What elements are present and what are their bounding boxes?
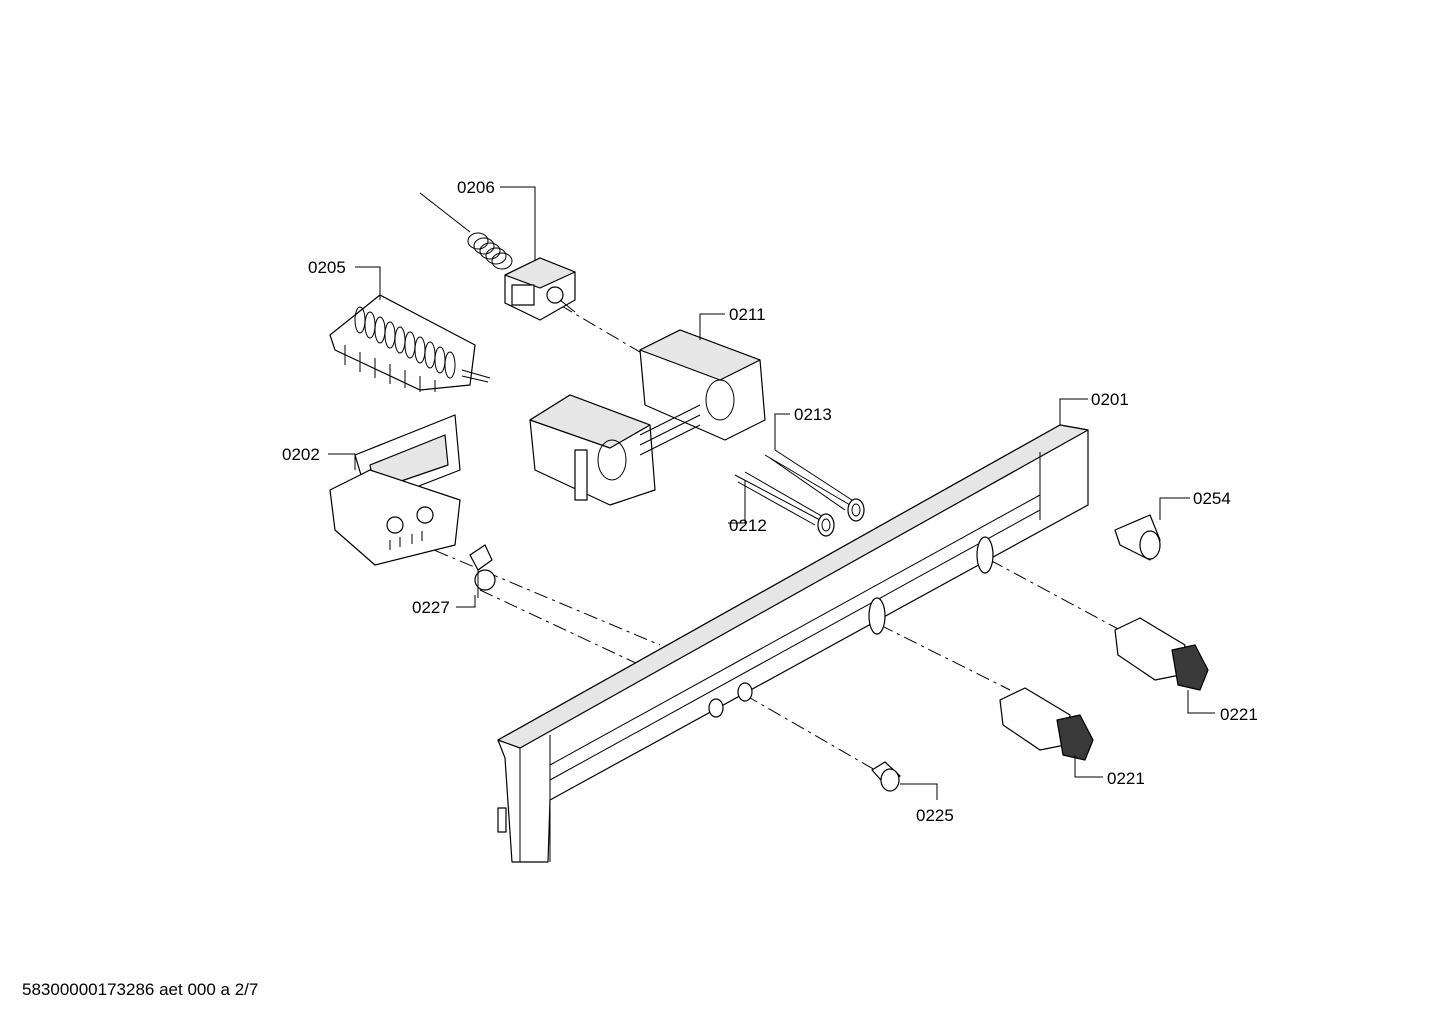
part-0254-clip	[1114, 514, 1161, 561]
callout-0221-upper: 0221	[1220, 705, 1258, 724]
callout-0205: 0205	[308, 258, 346, 277]
part-0221-knob-upper	[1114, 617, 1209, 691]
part-0201-control-panel	[497, 424, 1089, 863]
callout-labels: 0206 0205 0211 0213 0212 0201 0202 0254 …	[282, 178, 1258, 825]
part-0213-indicator-lamp	[764, 449, 865, 522]
callout-0227: 0227	[412, 598, 450, 617]
callout-0212: 0212	[729, 516, 767, 535]
part-0221-knob-lower	[999, 687, 1094, 761]
part-0212-indicator-lamp	[734, 471, 835, 537]
part-0211-switch-block	[529, 329, 766, 506]
document-footer-id: 58300000173286 aet 000 a 2/7	[22, 980, 259, 999]
callout-0221-lower: 0221	[1107, 769, 1145, 788]
part-0205-selector-switch	[329, 294, 491, 392]
leader-lines	[328, 186, 1215, 800]
callout-0201: 0201	[1091, 390, 1129, 409]
part-0227-bracket	[469, 544, 496, 598]
callout-0202: 0202	[282, 445, 320, 464]
callout-0211: 0211	[729, 305, 766, 324]
callout-0254: 0254	[1193, 489, 1231, 508]
assembly-lines	[409, 304, 1121, 771]
callout-0213: 0213	[794, 405, 832, 424]
part-0206-thermostat	[419, 192, 576, 321]
callout-0225: 0225	[916, 806, 954, 825]
part-0202-electronic-module	[329, 414, 461, 566]
part-0225-button	[871, 761, 901, 792]
callout-0206: 0206	[457, 178, 495, 197]
